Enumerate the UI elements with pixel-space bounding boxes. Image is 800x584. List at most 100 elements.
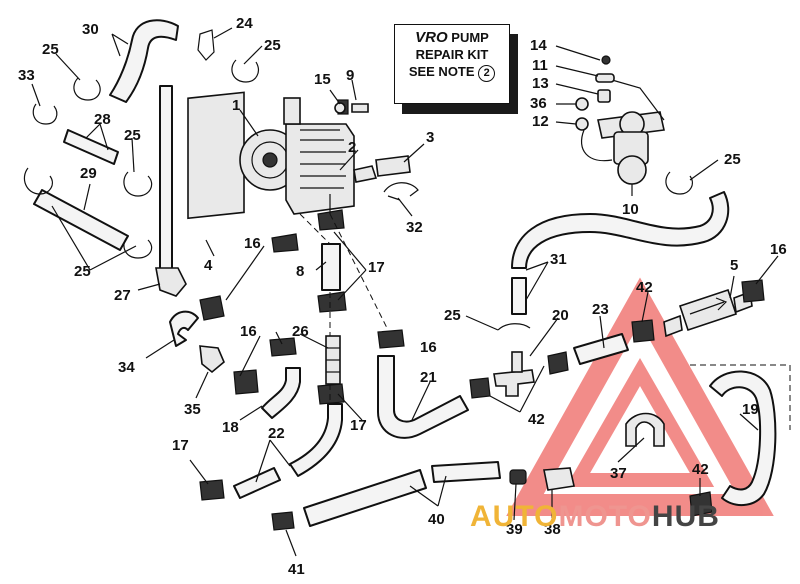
tee-fitting-20 xyxy=(493,369,535,397)
callout-26: 26 xyxy=(292,323,309,340)
callout-16: 16 xyxy=(420,339,437,356)
callout-22: 22 xyxy=(268,425,285,442)
hose-31-stub xyxy=(511,277,527,315)
wire-11 xyxy=(611,79,665,121)
washer-15 xyxy=(334,102,346,114)
callout-labels: 30 24 25 25 33 28 25 29 25 27 1 4 16 2 3… xyxy=(18,15,787,578)
callout-36: 36 xyxy=(530,95,547,112)
elbow-34 xyxy=(169,310,199,347)
washer-12 xyxy=(575,117,589,131)
clip-39 xyxy=(509,469,527,485)
callout-16: 16 xyxy=(240,323,257,340)
hose-40b xyxy=(431,461,501,483)
grommet-13 xyxy=(597,89,611,103)
automotohub-watermark: AUTOMOTOHUB xyxy=(470,500,720,534)
fitting-35 xyxy=(199,345,225,374)
hose-40a xyxy=(303,469,427,527)
callout-23: 23 xyxy=(592,301,609,318)
hose-21 xyxy=(377,355,469,439)
tube-29 xyxy=(33,189,129,251)
kit-note-number: 2 xyxy=(478,65,496,82)
callout-12: 12 xyxy=(532,113,549,130)
callout-18: 18 xyxy=(222,419,239,436)
fuel-line-4 xyxy=(159,85,173,271)
fitting-2 xyxy=(353,165,378,183)
connector-11 xyxy=(595,73,615,83)
callout-42: 42 xyxy=(528,411,545,428)
callout-13: 13 xyxy=(532,75,549,92)
callout-17: 17 xyxy=(172,437,189,454)
callout-27: 27 xyxy=(114,287,131,304)
callout-25: 25 xyxy=(444,307,461,324)
screw-14 xyxy=(601,55,611,65)
callout-10: 10 xyxy=(622,201,639,218)
callout-37: 37 xyxy=(610,465,627,482)
fitting-20-stem xyxy=(511,351,523,373)
callout-28: 28 xyxy=(94,111,111,128)
callout-42: 42 xyxy=(636,279,653,296)
callout-15: 15 xyxy=(314,71,331,88)
callout-16: 16 xyxy=(244,235,261,252)
kit-brand: VRO xyxy=(415,29,448,46)
callout-8: 8 xyxy=(296,263,304,280)
callout-20: 20 xyxy=(552,307,569,324)
hose-23 xyxy=(573,333,629,365)
callout-34: 34 xyxy=(118,359,135,376)
nut-36 xyxy=(575,97,589,111)
callout-5: 5 xyxy=(730,257,738,274)
assembly-line-mid xyxy=(329,213,389,331)
fitting-3 xyxy=(375,155,411,177)
pump-repair-kit-note: VRO PUMP REPAIR KIT SEE NOTE 2 xyxy=(394,24,510,104)
callout-3: 3 xyxy=(426,129,434,146)
callout-39: 39 xyxy=(506,521,523,538)
electric-pump-10 xyxy=(580,111,665,185)
kit-pump-word: PUMP xyxy=(451,30,489,45)
callout-4: 4 xyxy=(204,257,213,274)
clamp-37 xyxy=(625,412,665,447)
spring-clips-25 xyxy=(23,59,693,331)
callout-42: 42 xyxy=(692,461,709,478)
watermark-hub: HUB xyxy=(651,500,720,533)
hose-31 xyxy=(511,191,730,269)
watermark-moto: MOTO xyxy=(558,500,652,533)
watermark-auto: AUTO xyxy=(470,500,559,533)
clip-24 xyxy=(197,29,215,61)
valve-9 xyxy=(351,103,369,113)
callout-14: 14 xyxy=(530,37,547,54)
elbow-27 xyxy=(155,267,187,297)
clip-32 xyxy=(383,182,419,201)
assembly-line-left xyxy=(299,213,331,404)
hose-18 xyxy=(261,367,301,419)
callout-33: 33 xyxy=(18,67,35,84)
callout-29: 29 xyxy=(80,165,97,182)
callout-38: 38 xyxy=(544,521,561,538)
fitting-38 xyxy=(543,467,575,491)
hose-22b xyxy=(289,403,343,477)
watermark-triangle-logo xyxy=(506,277,774,516)
callout-17: 17 xyxy=(350,417,367,434)
callout-19: 19 xyxy=(742,401,759,418)
assembly-line-right xyxy=(690,364,791,430)
kit-repair-kit: REPAIR KIT xyxy=(415,47,489,62)
callout-25: 25 xyxy=(264,37,281,54)
hose-30 xyxy=(109,19,179,103)
callout-40: 40 xyxy=(428,511,445,528)
callout-21: 21 xyxy=(420,369,437,386)
tube-28 xyxy=(63,129,119,165)
callout-2: 2 xyxy=(348,139,356,156)
hose-19 xyxy=(709,370,777,506)
callout-17: 17 xyxy=(368,259,385,276)
hose-8 xyxy=(321,243,341,291)
leader-lines xyxy=(31,27,779,557)
clamps xyxy=(199,209,765,531)
callout-1: 1 xyxy=(232,97,240,114)
callout-30: 30 xyxy=(82,21,99,38)
kit-see-note: SEE NOTE xyxy=(408,64,475,79)
callout-35: 35 xyxy=(184,401,201,418)
callout-25: 25 xyxy=(724,151,741,168)
callout-41: 41 xyxy=(288,561,305,578)
callout-31: 31 xyxy=(550,251,567,268)
fuel-filter-5 xyxy=(663,288,753,338)
